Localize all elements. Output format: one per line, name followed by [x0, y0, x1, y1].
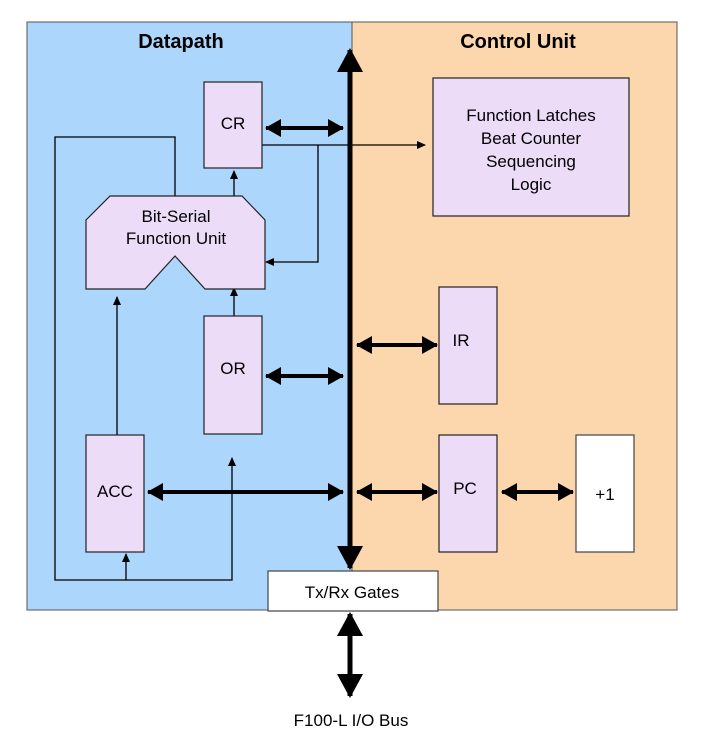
ir-register: IR	[438, 286, 498, 405]
control-unit-title: Control Unit	[460, 31, 576, 53]
or-register: OR	[203, 315, 263, 435]
datapath-title: Datapath	[138, 31, 224, 53]
function-unit: Bit-Serial Function Unit	[85, 195, 266, 290]
io-bus-label: F100-L I/O Bus	[294, 711, 409, 730]
function-unit-label-1: Bit-Serial	[142, 207, 211, 226]
incrementer-label: +1	[595, 485, 614, 504]
control-logic-line-3: Sequencing	[486, 152, 576, 171]
cr-label: CR	[221, 114, 246, 133]
ir-label: IR	[453, 331, 470, 350]
control-logic-line-2: Beat Counter	[481, 129, 582, 148]
function-unit-label-2: Function Unit	[126, 229, 226, 248]
control-logic-line-1: Function Latches	[466, 106, 595, 125]
acc-register: ACC	[85, 434, 145, 553]
cr-feedback-wire	[265, 145, 319, 266]
tx-rx-gates: Tx/Rx Gates	[267, 570, 439, 612]
cr-register: CR	[203, 81, 263, 169]
loop-wire	[54, 136, 236, 581]
control-logic-block: Function Latches Beat Counter Sequencing…	[432, 77, 630, 217]
control-logic-line-4: Logic	[511, 175, 552, 194]
pc-label: PC	[453, 479, 477, 498]
or-label: OR	[220, 359, 246, 378]
acc-label: ACC	[97, 482, 133, 501]
incrementer: +1	[575, 434, 635, 553]
pc-register: PC	[438, 434, 498, 553]
tx-rx-gates-label: Tx/Rx Gates	[305, 583, 399, 602]
datapath-region	[26, 21, 353, 611]
